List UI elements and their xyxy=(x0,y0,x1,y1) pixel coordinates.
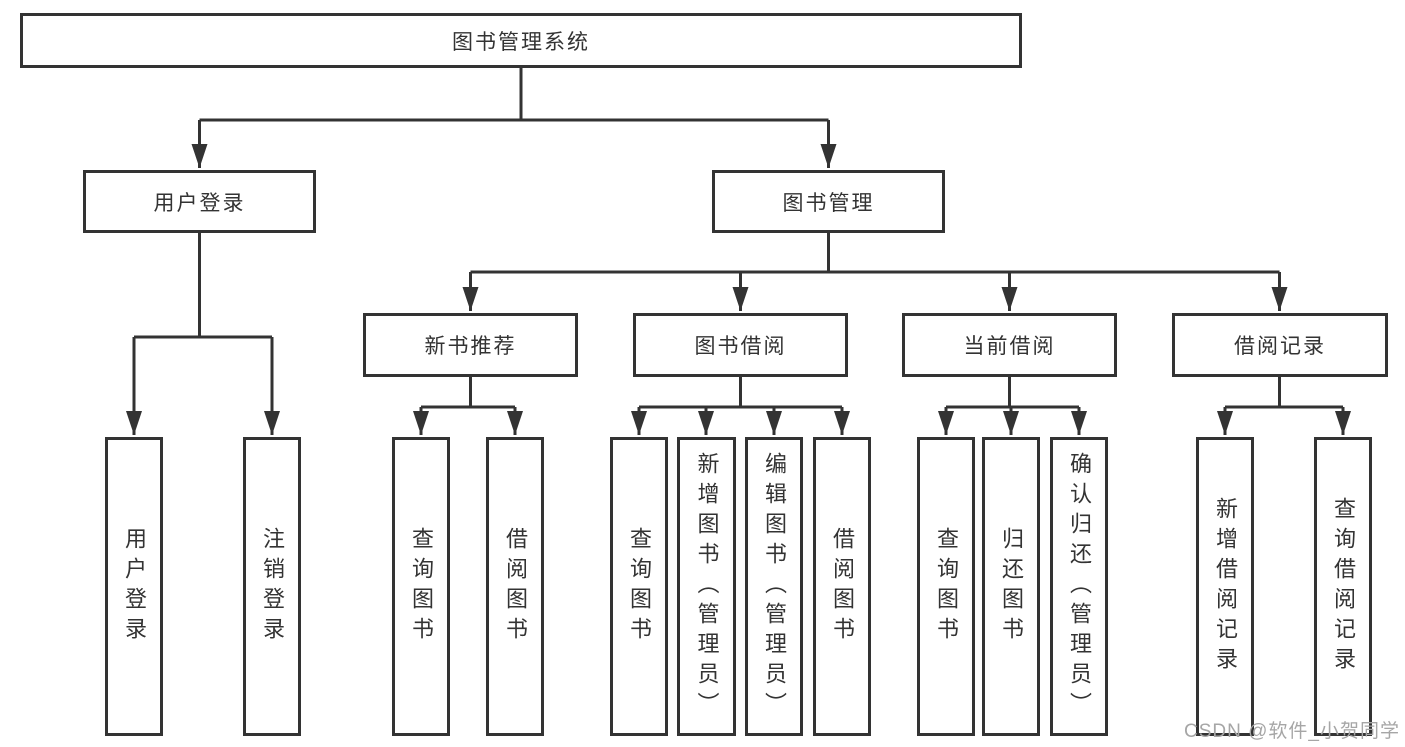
leaf-records-add-record: 新增借阅记录 xyxy=(1196,437,1254,736)
leaf-recommend-borrow-books-label: 借阅图书 xyxy=(503,526,528,647)
leaf-borrow-edit-books-admin: 编辑图书（管理员） xyxy=(745,437,803,736)
node-current-borrow: 当前借阅 xyxy=(902,313,1117,377)
leaf-borrow-add-books-admin: 新增图书（管理员） xyxy=(677,437,736,736)
leaf-borrow-borrow-books-label: 借阅图书 xyxy=(830,526,855,647)
leaf-current-query-books: 查询图书 xyxy=(917,437,975,736)
leaf-borrow-query-books: 查询图书 xyxy=(610,437,668,736)
node-new-book-recommend-label: 新书推荐 xyxy=(424,335,517,358)
watermark: CSDN @软件_小贺同学 xyxy=(1184,721,1400,742)
leaf-borrow-borrow-books: 借阅图书 xyxy=(813,437,871,736)
leaf-records-query-record-label: 查询借阅记录 xyxy=(1331,496,1356,677)
leaf-current-return-books: 归还图书 xyxy=(982,437,1040,736)
leaf-records-add-record-label: 新增借阅记录 xyxy=(1213,496,1238,677)
node-book-borrow-label: 图书借阅 xyxy=(694,335,787,358)
leaf-current-query-books-label: 查询图书 xyxy=(934,526,959,647)
node-new-book-recommend: 新书推荐 xyxy=(363,313,578,377)
node-book-borrow: 图书借阅 xyxy=(633,313,848,377)
node-borrow-records: 借阅记录 xyxy=(1172,313,1388,377)
node-book-management: 图书管理 xyxy=(712,170,945,233)
node-current-borrow-label: 当前借阅 xyxy=(963,335,1056,358)
leaf-user-login: 用户登录 xyxy=(105,437,163,736)
leaf-user-login-label: 用户登录 xyxy=(122,526,147,647)
node-book-management-label: 图书管理 xyxy=(782,191,875,215)
node-root-label: 图书管理系统 xyxy=(452,30,590,54)
leaf-logout-label: 注销登录 xyxy=(260,526,285,647)
leaf-current-confirm-return-admin: 确认归还（管理员） xyxy=(1050,437,1108,736)
node-user-login: 用户登录 xyxy=(83,170,316,233)
leaf-recommend-query-books: 查询图书 xyxy=(392,437,450,736)
leaf-current-return-books-label: 归还图书 xyxy=(999,526,1024,647)
leaf-borrow-add-books-admin-label: 新增图书（管理员） xyxy=(694,451,720,722)
leaf-recommend-borrow-books: 借阅图书 xyxy=(486,437,544,736)
leaf-records-query-record: 查询借阅记录 xyxy=(1314,437,1372,736)
leaf-borrow-edit-books-admin-label: 编辑图书（管理员） xyxy=(762,451,787,722)
leaf-recommend-query-books-label: 查询图书 xyxy=(409,526,434,647)
node-user-login-label: 用户登录 xyxy=(153,191,246,215)
node-borrow-records-label: 借阅记录 xyxy=(1234,335,1326,358)
leaf-current-confirm-return-admin-label: 确认归还（管理员） xyxy=(1067,451,1092,722)
leaf-logout: 注销登录 xyxy=(243,437,301,736)
leaf-borrow-query-books-label: 查询图书 xyxy=(627,526,652,647)
node-root: 图书管理系统 xyxy=(20,13,1022,68)
